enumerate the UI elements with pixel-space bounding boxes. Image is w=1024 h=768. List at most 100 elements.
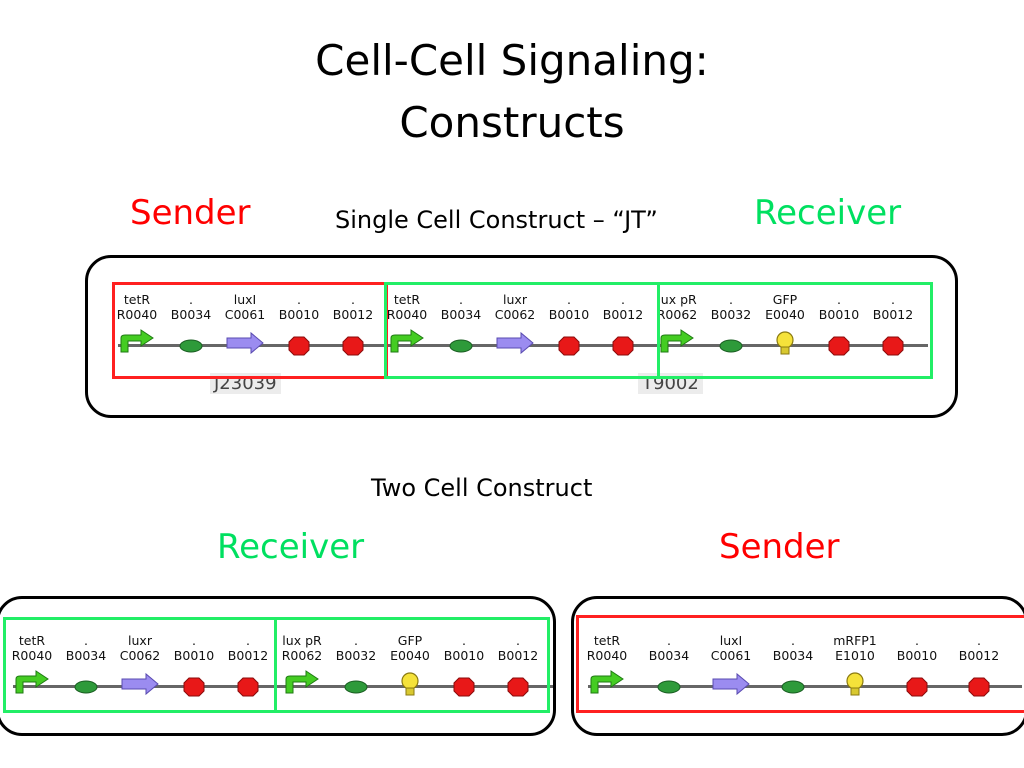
backbone-line <box>588 685 1022 688</box>
terminator-icon <box>174 669 214 702</box>
part-name: tetR <box>393 292 421 307</box>
part-name: . <box>189 292 193 307</box>
genetic-part: .B0012 <box>866 292 920 322</box>
part-name: . <box>837 292 841 307</box>
part-name: . <box>516 633 520 648</box>
part-id: R0040 <box>11 648 53 663</box>
receiver-box-right <box>274 617 550 713</box>
part-id: B0012 <box>602 307 644 322</box>
part-id: B0034 <box>648 648 690 663</box>
part-id: B0012 <box>497 648 539 663</box>
promoter-icon <box>657 328 697 361</box>
genetic-part: .B0034 <box>642 633 696 663</box>
part-name: luxI <box>719 633 743 648</box>
part-name: . <box>891 292 895 307</box>
part-id: C0061 <box>710 648 752 663</box>
part-name: tetR <box>18 633 46 648</box>
terminator-icon <box>549 328 589 361</box>
receiver-region-box-1 <box>384 282 660 379</box>
rbs-icon <box>711 328 751 361</box>
part-name: . <box>729 292 733 307</box>
title-line-2: Constructs <box>399 98 625 147</box>
part-name: tetR <box>593 633 621 648</box>
genetic-part: .B0010 <box>542 292 596 322</box>
sender-label-bottom: Sender <box>719 527 840 567</box>
part-name: . <box>462 633 466 648</box>
part-name: . <box>791 633 795 648</box>
part-name: tetR <box>123 292 151 307</box>
part-id: R0040 <box>586 648 628 663</box>
part-name: . <box>84 633 88 648</box>
sender-box <box>576 615 1024 713</box>
part-id: E1010 <box>835 648 875 663</box>
part-id: B0034 <box>772 648 814 663</box>
sender-label-top: Sender <box>130 193 251 233</box>
slide-title: Cell-Cell Signaling: Constructs <box>0 30 1024 154</box>
part-name: GFP <box>772 292 798 307</box>
part-name: . <box>459 292 463 307</box>
single-cell-construct-label: Single Cell Construct – “JT” <box>335 206 658 234</box>
rbs-icon <box>336 669 376 702</box>
terminator-icon <box>228 669 268 702</box>
genetic-part: .B0034 <box>59 633 113 663</box>
part-id: B0034 <box>440 307 482 322</box>
part-name: . <box>354 633 358 648</box>
part-id: R0040 <box>116 307 158 322</box>
title-line-1: Cell-Cell Signaling: <box>315 36 709 85</box>
rbs-icon <box>773 669 813 702</box>
part-id: E0040 <box>765 307 805 322</box>
coding-arrow-icon <box>225 328 265 361</box>
receiver-box-left <box>3 617 277 713</box>
part-name: GFP <box>397 633 423 648</box>
genetic-part: .B0010 <box>812 292 866 322</box>
genetic-part: .B0010 <box>272 292 326 322</box>
coding-arrow-icon <box>120 669 160 702</box>
rbs-icon <box>171 328 211 361</box>
receiver-region-box-2 <box>657 282 933 379</box>
backbone-line <box>13 685 553 688</box>
terminator-icon <box>444 669 484 702</box>
reporter-bulb-icon <box>390 669 430 702</box>
rbs-icon <box>649 669 689 702</box>
part-id: B0010 <box>818 307 860 322</box>
reporter-bulb-icon <box>835 669 875 702</box>
part-id: C0062 <box>119 648 161 663</box>
part-id: B0010 <box>278 307 320 322</box>
part-id: B0012 <box>872 307 914 322</box>
part-id: R0040 <box>386 307 428 322</box>
part-name: . <box>351 292 355 307</box>
part-id: B0034 <box>170 307 212 322</box>
part-id: B0010 <box>173 648 215 663</box>
part-id: E0040 <box>390 648 430 663</box>
part-id: B0032 <box>335 648 377 663</box>
part-name: . <box>621 292 625 307</box>
genetic-part: .B0012 <box>221 633 275 663</box>
terminator-icon <box>819 328 859 361</box>
part-name: . <box>977 633 981 648</box>
part-id: B0032 <box>710 307 752 322</box>
receiver-label-bottom: Receiver <box>217 527 365 567</box>
part-id: B0010 <box>443 648 485 663</box>
genetic-part: .B0012 <box>952 633 1006 663</box>
part-name: luxr <box>503 292 527 307</box>
terminator-icon <box>333 328 373 361</box>
promoter-icon <box>587 669 627 702</box>
part-id: B0034 <box>65 648 107 663</box>
genetic-part: .B0032 <box>329 633 383 663</box>
part-name: . <box>915 633 919 648</box>
